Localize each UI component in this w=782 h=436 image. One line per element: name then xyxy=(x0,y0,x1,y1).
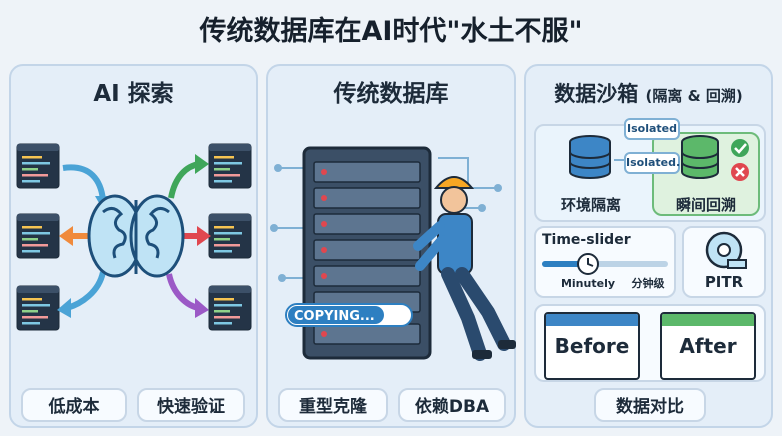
code-window-icon xyxy=(208,143,252,189)
code-window-icon xyxy=(16,285,60,331)
database-icon xyxy=(569,135,611,179)
code-window-icon xyxy=(16,213,60,259)
pitr-label: PITR xyxy=(704,273,744,291)
code-window-icon xyxy=(208,213,252,259)
panel-title-traditional: 传统数据库 xyxy=(333,81,449,107)
check-icon xyxy=(731,139,749,157)
database-icon xyxy=(681,135,719,179)
after-window: After xyxy=(660,312,756,380)
tag-dba-dependency: 依赖DBA xyxy=(398,388,506,422)
isolated-tag-mid: Isolated. xyxy=(624,152,680,174)
page-title: 传统数据库在AI时代"水土不服" xyxy=(199,16,583,47)
panel-title-ai: AI 探索 xyxy=(93,81,174,107)
isolated-tag-top: Isolated xyxy=(624,118,680,140)
panel-data-sandbox: 数据沙箱 (隔离 & 回溯) Isolated Isolated. 环境隔离 瞬… xyxy=(524,64,773,428)
before-window: Before xyxy=(544,312,640,380)
ai-illustration xyxy=(16,143,252,331)
time-slider-left-label: Minutely xyxy=(560,277,616,290)
time-slider-right-label: 分钟级 xyxy=(631,277,665,290)
traditional-illustration xyxy=(270,146,516,361)
tag-low-cost: 低成本 xyxy=(21,388,127,422)
code-window-icon xyxy=(16,143,60,189)
tag-fast-validation: 快速验证 xyxy=(137,388,245,422)
clock-icon xyxy=(577,253,599,275)
worker-icon xyxy=(413,176,516,361)
tag-data-compare: 数据对比 xyxy=(594,388,706,422)
sandbox-title: 数据沙箱 xyxy=(554,82,639,106)
env-isolation-label: 环境隔离 xyxy=(560,196,621,214)
rollback-label: 瞬间回溯 xyxy=(675,196,736,214)
after-label: After xyxy=(679,334,737,358)
sandbox-title-note: (隔离 & 回溯) xyxy=(645,87,743,105)
panel-title-sandbox: 数据沙箱 (隔离 & 回溯) xyxy=(526,74,771,116)
panel-traditional-db: 传统数据库 xyxy=(266,64,516,428)
panel-ai-exploration: AI 探索 xyxy=(9,64,258,428)
x-icon xyxy=(731,163,749,181)
copying-label: COPYING... xyxy=(294,309,375,324)
time-slider-track[interactable] xyxy=(540,252,670,276)
tag-heavy-clone: 重型克隆 xyxy=(278,388,388,422)
code-window-icon xyxy=(208,285,252,331)
brain-icon xyxy=(87,194,185,278)
before-label: Before xyxy=(554,334,630,358)
tape-icon xyxy=(705,231,747,269)
time-slider-title: Time-slider xyxy=(542,232,631,248)
